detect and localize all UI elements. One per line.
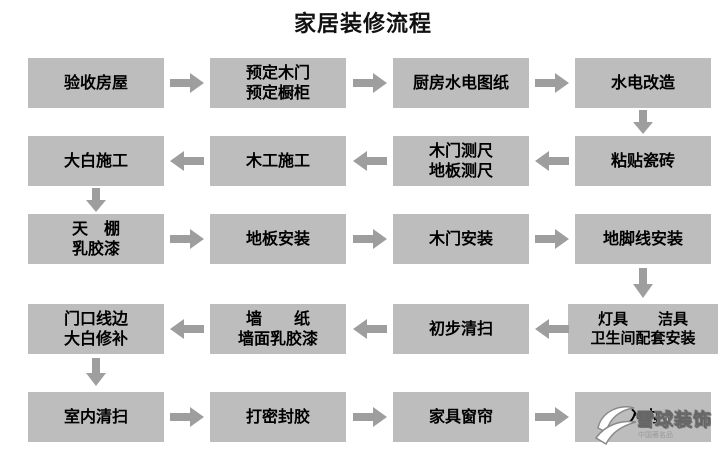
step-shinei-qingsao: 室内清扫 — [28, 392, 164, 442]
arrow-right-icon — [353, 73, 387, 93]
step-label-line: 墙 纸 — [245, 309, 310, 328]
step-label-line: 灯具 洁具 — [597, 310, 688, 329]
arrow-right-icon — [170, 73, 204, 93]
watermark-subtext: 中国著名品 — [638, 431, 673, 439]
step-label: 木门安装 — [429, 229, 493, 249]
step-label-line: 大白修补 — [63, 329, 128, 348]
arrow-left-icon — [170, 319, 204, 339]
step-dengju-jieju-weishengjian: 灯具 洁具卫生间配套安装 — [568, 304, 718, 354]
step-dabai-shigong: 大白施工 — [28, 136, 164, 186]
step-label: 家具窗帘 — [429, 407, 493, 427]
step-label: 初步清扫 — [429, 319, 493, 339]
diagram-title: 家居装修流程 — [293, 12, 432, 37]
step-label: 灯具 洁具卫生间配套安装 — [590, 310, 695, 348]
step-label-line: 门口线边 — [63, 309, 128, 328]
step-qiangzhi-qiangmian-rujiaoqi: 墙 纸墙面乳胶漆 — [210, 304, 346, 354]
arrow-down-icon — [633, 268, 653, 298]
step-label: 厨房水电图纸 — [413, 73, 509, 93]
arrow-left-icon — [535, 319, 569, 339]
arrow-left-icon — [170, 151, 204, 171]
step-label: 门口线边大白修补 — [64, 309, 128, 349]
step-label-line: 天 棚 — [71, 219, 120, 238]
step-label-line: 预定橱柜 — [245, 83, 310, 102]
step-label-line: 墙面乳胶漆 — [237, 329, 318, 348]
step-ruzhu: 入内 — [575, 392, 711, 442]
arrow-right-icon — [535, 407, 569, 427]
step-mugong-shigong: 木工施工 — [210, 136, 346, 186]
step-label-line: 地板安装 — [245, 229, 310, 248]
step-label: 验收房屋 — [64, 73, 128, 93]
arrow-right-icon — [535, 73, 569, 93]
step-label: 地板安装 — [246, 229, 310, 249]
step-label-line: 木门测尺 — [428, 141, 493, 160]
brand-logo-icon — [594, 406, 637, 446]
step-dijiaoxian-anzhuang: 地脚线安装 — [575, 214, 711, 264]
step-label-line: 乳胶漆 — [71, 239, 120, 258]
step-label: 室内清扫 — [64, 407, 128, 427]
step-label: 粘贴瓷砖 — [611, 151, 675, 171]
step-da-mifengjiao: 打密封胶 — [210, 392, 346, 442]
step-shuidian-gaizao: 水电改造 — [575, 58, 711, 108]
step-label-line: 验收房屋 — [63, 73, 128, 92]
step-tianpeng-rujiaoqi: 天 棚乳胶漆 — [28, 214, 164, 264]
step-label: 打密封胶 — [246, 407, 310, 427]
step-label: 天 棚乳胶漆 — [72, 219, 120, 259]
arrow-down-icon — [86, 358, 106, 386]
arrow-right-icon — [353, 229, 387, 249]
step-label-line: 预定木门 — [245, 63, 310, 82]
step-label: 木工施工 — [246, 151, 310, 171]
step-label: 木门测尺地板测尺 — [429, 141, 493, 181]
arrow-right-icon — [170, 229, 204, 249]
step-label: 地脚线安装 — [603, 229, 683, 249]
step-yanshou-fangwu: 验收房屋 — [28, 58, 164, 108]
step-label-line: 木工施工 — [245, 151, 310, 170]
step-mumen-diban-cechi: 木门测尺地板测尺 — [393, 136, 529, 186]
arrow-right-icon — [353, 407, 387, 427]
step-jiaju-chuanglian: 家具窗帘 — [393, 392, 529, 442]
arrow-right-icon — [535, 229, 569, 249]
arrow-right-icon — [170, 407, 204, 427]
step-chufang-shuidian-tuzhi: 厨房水电图纸 — [393, 58, 529, 108]
step-label-line: 卫生间配套安装 — [590, 329, 696, 347]
arrow-left-icon — [353, 151, 387, 171]
step-chubu-qingsao: 初步清扫 — [393, 304, 529, 354]
step-mumen-anzhuang: 木门安装 — [393, 214, 529, 264]
step-label-line: 木门安装 — [428, 229, 493, 248]
step-label-line: 大白施工 — [63, 151, 128, 170]
step-label-line: 室内清扫 — [63, 407, 128, 426]
step-label: 墙 纸墙面乳胶漆 — [238, 309, 318, 349]
arrow-left-icon — [353, 319, 387, 339]
step-label-line: 厨房水电图纸 — [412, 73, 509, 92]
arrow-left-icon — [535, 151, 569, 171]
step-label-line: 粘贴瓷砖 — [610, 151, 675, 170]
arrow-down-icon — [86, 188, 106, 212]
watermark-text: 雪球装饰 — [636, 410, 712, 432]
arrow-down-icon — [633, 110, 653, 134]
step-label-line: 家具窗帘 — [428, 407, 493, 426]
step-label-line: 打密封胶 — [245, 407, 310, 426]
step-label-line: 初步清扫 — [428, 319, 493, 338]
step-diban-anzhuang: 地板安装 — [210, 214, 346, 264]
step-zhantie-cizhuan: 粘贴瓷砖 — [575, 136, 711, 186]
step-label: 预定木门预定橱柜 — [246, 63, 310, 103]
step-label: 水电改造 — [611, 73, 675, 93]
step-label-line: 地脚线安装 — [602, 229, 683, 248]
step-yuding-mumen-chugui: 预定木门预定橱柜 — [210, 58, 346, 108]
step-label-line: 地板测尺 — [428, 161, 493, 180]
step-menkou-xianbian-dabai-xiubu: 门口线边大白修补 — [28, 304, 164, 354]
step-label: 大白施工 — [64, 151, 128, 171]
brand-watermark: 雪球装饰 中国著名品 — [586, 396, 726, 450]
step-label-line: 水电改造 — [610, 73, 675, 92]
